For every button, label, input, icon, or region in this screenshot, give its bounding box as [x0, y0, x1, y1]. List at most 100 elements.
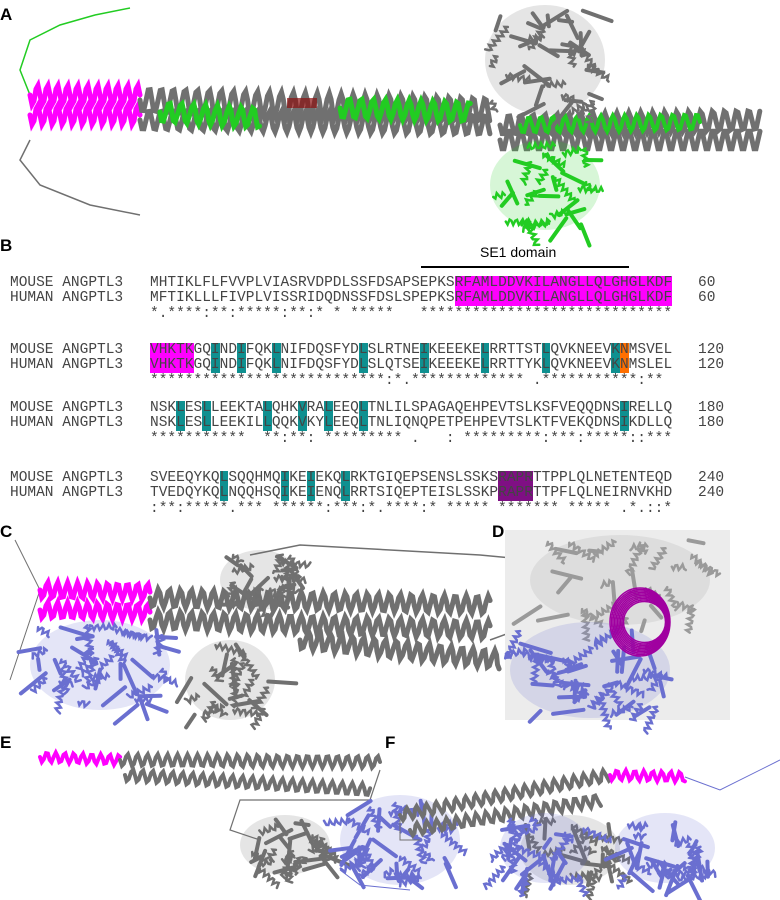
residue: M	[480, 275, 490, 291]
beta-strand	[545, 13, 551, 29]
residue: L	[524, 400, 533, 416]
residue: L	[646, 400, 655, 416]
residue: E	[332, 400, 342, 416]
residue: E	[428, 485, 438, 501]
beta-strand	[130, 657, 155, 680]
beta-strand	[500, 823, 531, 832]
residue: V	[559, 342, 568, 358]
residue: A	[428, 400, 438, 416]
residue: H	[472, 415, 481, 431]
residue: H	[280, 400, 290, 416]
residue: Q	[271, 415, 281, 431]
residue: Y	[193, 470, 203, 486]
residue: L	[193, 275, 203, 291]
residue: T	[532, 342, 542, 358]
beta-strand	[394, 861, 400, 880]
residue: L	[254, 415, 264, 431]
residue: E	[567, 415, 577, 431]
beta-strand	[328, 845, 354, 853]
beta-strand	[525, 187, 546, 198]
residue: L	[402, 400, 412, 416]
residue: K	[611, 357, 620, 373]
residue: K	[646, 290, 655, 306]
residue: T	[532, 485, 542, 501]
helix	[487, 99, 499, 113]
beta-strand	[556, 18, 575, 24]
beta-strand	[277, 834, 291, 850]
helix	[99, 654, 115, 671]
residue: E	[402, 485, 412, 501]
species-name-human: HUMAN ANGPTL3	[10, 415, 124, 431]
helix	[152, 672, 179, 688]
helix	[339, 851, 371, 875]
residue: P	[515, 485, 525, 501]
beta-strand	[512, 158, 542, 171]
helix	[542, 78, 567, 89]
residue: D	[376, 275, 385, 291]
helix	[580, 607, 604, 628]
residue: E	[419, 290, 429, 306]
residue: V	[158, 485, 168, 501]
residue: S	[419, 470, 429, 486]
residue: K	[524, 290, 533, 306]
helix-coiled-coil	[147, 604, 493, 644]
residue: K	[184, 275, 194, 291]
residue: K	[646, 485, 655, 501]
residue: E	[411, 357, 420, 373]
beta-strand	[121, 662, 139, 696]
beta-strand	[606, 822, 613, 838]
beta-strand	[556, 576, 573, 595]
residue: D	[306, 342, 316, 358]
beta-strand	[670, 820, 678, 843]
helix-se1	[27, 78, 143, 112]
helix	[31, 645, 49, 660]
residue: T	[167, 275, 177, 291]
beta-strand	[554, 546, 579, 556]
residue: T	[506, 415, 516, 431]
helix	[258, 822, 280, 837]
beta-strand	[493, 14, 503, 33]
beta-strand	[660, 867, 673, 878]
residue: S	[367, 342, 377, 358]
residue: P	[559, 470, 568, 486]
beta-strand	[553, 832, 574, 839]
beta-strand	[587, 91, 604, 102]
helix	[580, 612, 591, 642]
residue: V	[297, 400, 307, 416]
residue: I	[271, 275, 281, 291]
residue: L	[202, 290, 211, 306]
helix-coiled-coil	[147, 582, 493, 620]
residue: K	[576, 415, 586, 431]
beta-strand	[159, 644, 181, 654]
residue: T	[176, 357, 185, 373]
residue: F	[297, 357, 307, 373]
helix	[519, 824, 539, 837]
residue: Q	[210, 470, 220, 486]
helix	[347, 817, 371, 836]
residue: Y	[341, 357, 351, 373]
residue: R	[524, 485, 533, 501]
residue: E	[472, 342, 481, 358]
helix	[383, 866, 395, 879]
residue: L	[324, 400, 333, 416]
helix	[584, 876, 598, 900]
residue: L	[210, 275, 220, 291]
residue-number: 60	[698, 290, 716, 306]
helix	[569, 831, 590, 855]
residue: T	[167, 290, 177, 306]
beta-strand	[629, 871, 655, 893]
residue: R	[384, 342, 394, 358]
residue: V	[646, 342, 655, 358]
residue: L	[263, 415, 272, 431]
residue: K	[289, 470, 298, 486]
residue: A	[472, 290, 481, 306]
species-name-mouse: MOUSE ANGPTL3	[10, 342, 124, 358]
helix	[422, 851, 436, 862]
residue: G	[628, 290, 638, 306]
residue: V	[559, 415, 568, 431]
residue: P	[489, 485, 499, 501]
residue: P	[411, 290, 420, 306]
beta-strand	[174, 676, 194, 705]
residue: I	[289, 342, 298, 358]
residue: L	[341, 485, 351, 501]
